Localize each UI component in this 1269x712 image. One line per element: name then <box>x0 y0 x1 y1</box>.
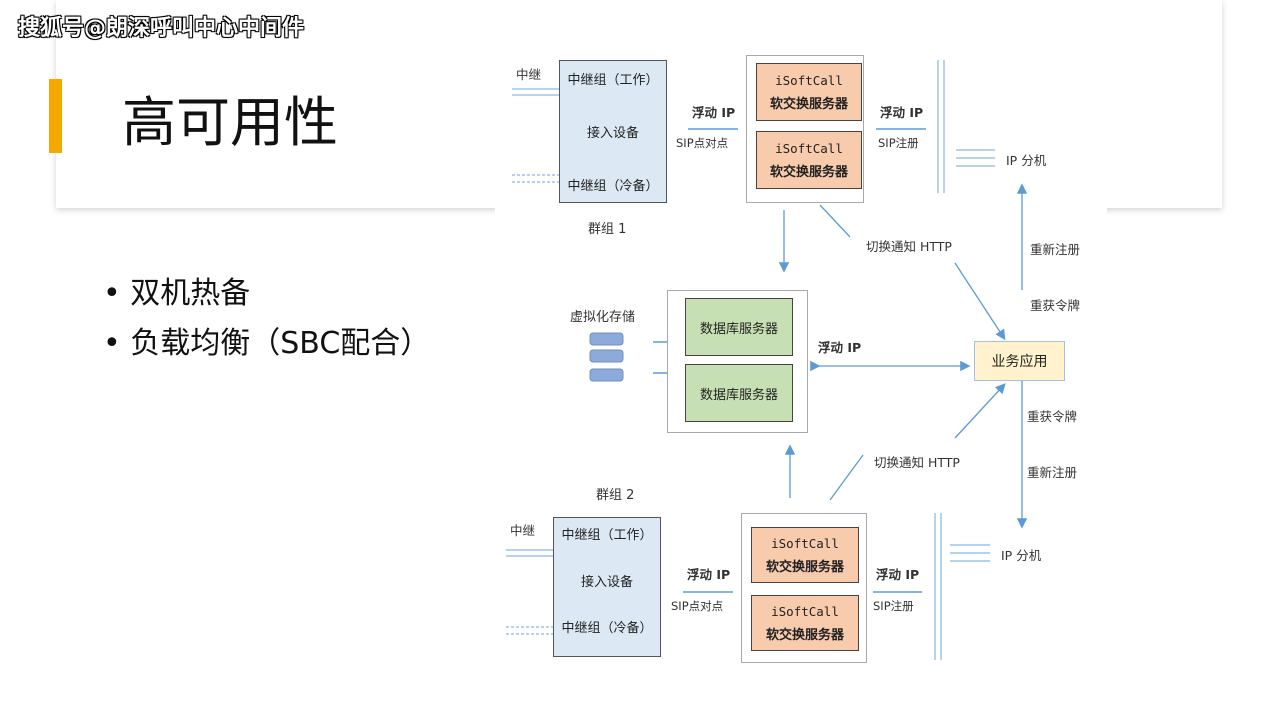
sip-p2p-label: SIP点对点 <box>676 136 729 150</box>
floating-ip-label: 浮动 IP <box>687 567 731 582</box>
storage-label: 虚拟化存储 <box>570 310 636 325</box>
softswitch-server: iSoftCall 软交换服务器 <box>756 63 862 121</box>
ip-phone-label: IP 分机 <box>1001 548 1042 563</box>
switch-notify-label: 切换通知 HTTP <box>866 239 952 254</box>
flow-label: 重新注册 <box>1030 242 1081 257</box>
bullet-text: 双机热备 <box>130 276 251 311</box>
db-server: 数据库服务器 <box>685 298 793 356</box>
bullet-item: • 负载均衡（SBC配合） <box>103 326 431 361</box>
server-role: 软交换服务器 <box>769 96 848 112</box>
softswitch-server: iSoftCall 软交换服务器 <box>751 527 859 583</box>
trunk-group-working: 中继组（工作） <box>567 73 659 88</box>
storage-cylinder-icon <box>589 332 624 382</box>
slide-title: 高可用性 <box>122 91 338 154</box>
trunk-label: 中继 <box>510 523 536 538</box>
access-device-box: 中继组（工作） 接入设备 中继组（冷备） <box>553 517 661 657</box>
bullet-text: 负载均衡（SBC配合） <box>130 326 431 361</box>
server-name: iSoftCall <box>771 603 839 619</box>
access-device-box: 中继组（工作） 接入设备 中继组（冷备） <box>559 60 667 203</box>
bullet-item: • 双机热备 <box>103 276 251 311</box>
server-role: 软交换服务器 <box>765 627 844 643</box>
access-device-label: 接入设备 <box>580 574 633 590</box>
accent-bar <box>49 79 62 153</box>
server-name: iSoftCall <box>771 535 839 551</box>
db-server-label: 数据库服务器 <box>699 321 778 337</box>
flow-label: 重新注册 <box>1027 465 1078 480</box>
business-app-label: 业务应用 <box>991 354 1048 370</box>
floating-ip-label: 浮动 IP <box>876 567 920 582</box>
db-server: 数据库服务器 <box>685 364 793 422</box>
sip-register-label: SIP注册 <box>878 136 919 150</box>
trunk-group-working: 中继组（工作） <box>561 528 653 543</box>
flow-label: 重获令牌 <box>1030 298 1081 313</box>
db-server-label: 数据库服务器 <box>699 387 778 403</box>
floating-ip-label: 浮动 IP <box>692 105 736 120</box>
server-name: iSoftCall <box>775 140 843 156</box>
trunk-label: 中继 <box>516 67 542 82</box>
softswitch-server: iSoftCall 软交换服务器 <box>756 131 862 189</box>
ip-phone-label: IP 分机 <box>1006 153 1047 168</box>
flow-label: 重获令牌 <box>1027 409 1078 424</box>
switch-notify-label: 切换通知 HTTP <box>874 455 960 470</box>
server-role: 软交换服务器 <box>765 559 844 575</box>
access-device-label: 接入设备 <box>586 126 639 141</box>
watermark: 搜狐号@朗深呼叫中心中间件 <box>18 16 305 41</box>
server-name: iSoftCall <box>775 72 843 88</box>
group-label: 群组 2 <box>596 488 635 503</box>
softswitch-server: iSoftCall 软交换服务器 <box>751 595 859 651</box>
sip-p2p-label: SIP点对点 <box>671 599 724 613</box>
floating-ip-label: 浮动 IP <box>880 105 924 120</box>
business-app-box: 业务应用 <box>974 341 1065 381</box>
floating-ip-label: 浮动 IP <box>818 340 862 355</box>
trunk-group-standby: 中继组（冷备） <box>567 179 659 194</box>
server-role: 软交换服务器 <box>769 164 848 180</box>
trunk-group-standby: 中继组（冷备） <box>561 621 653 636</box>
group-label: 群组 1 <box>588 222 627 237</box>
sip-register-label: SIP注册 <box>873 599 914 613</box>
